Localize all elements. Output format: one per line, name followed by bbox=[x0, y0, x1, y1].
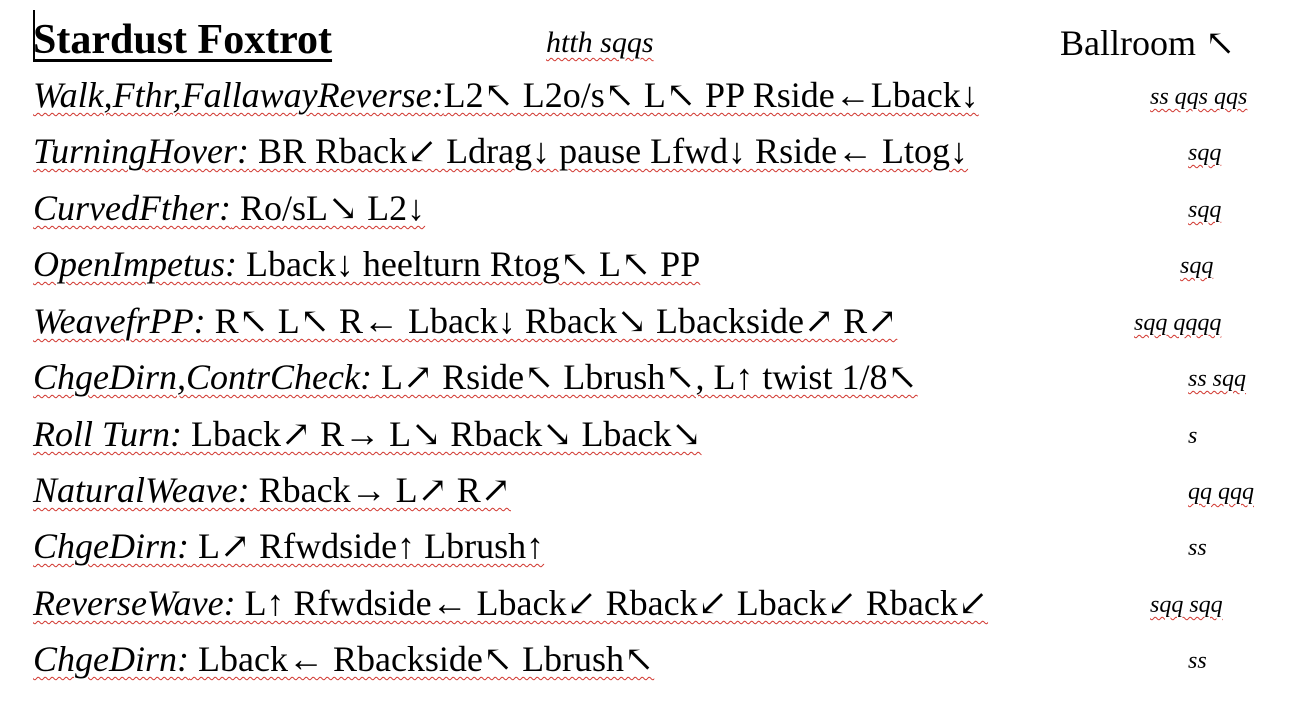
figure-steps: L↗ Rfwdside↑ Lbrush↑ bbox=[189, 526, 545, 566]
figure-name: CurvedFther: bbox=[33, 188, 231, 228]
text-cursor bbox=[33, 10, 35, 62]
figure-steps: BR Rback↙ Ldrag↓ pause Lfwd↓ Rside← Ltog… bbox=[249, 131, 969, 171]
figure-line[interactable]: ChgeDirn: Lback← Rbackside↖ Lbrush↖ ss bbox=[33, 638, 1283, 692]
figure-steps: L↗ Rside↖ Lbrush↖, L↑ twist 1/8↖ bbox=[371, 357, 918, 397]
figure-steps: Lback← Rbackside↖ Lbrush↖ bbox=[189, 639, 655, 679]
figure-steps: Ro/sL↘ L2↓ bbox=[230, 188, 426, 228]
figure-name: WeavefrPP: bbox=[33, 301, 206, 341]
figure-rhythm: sqq sqq bbox=[1150, 592, 1223, 618]
figure-name: TurningHover: bbox=[33, 131, 249, 171]
figure-line[interactable]: OpenImpetus: Lback↓ heelturn Rtog↖ L↖ PP… bbox=[33, 243, 1283, 297]
figure-steps: L↑ Rfwdside← Lback↙ Rback↙ Lback↙ Rback↙ bbox=[235, 583, 989, 623]
figure-steps: Rback→ L↗ R↗ bbox=[249, 470, 511, 510]
figure-name: ReverseWave: bbox=[33, 583, 236, 623]
figure-rhythm: ss bbox=[1188, 648, 1207, 674]
figure-steps: L2↖ L2o/s↖ L↖ PP Rside←Lback↓ bbox=[443, 75, 979, 115]
figure-name: NaturalWeave: bbox=[33, 470, 250, 510]
figure-name: ChgeDirn: bbox=[33, 526, 189, 566]
figure-steps: Lback↓ heelturn Rtog↖ L↖ PP bbox=[236, 244, 701, 284]
figure-name: OpenImpetus: bbox=[33, 244, 237, 284]
figure-line[interactable]: TurningHover: BR Rback↙ Ldrag↓ pause Lfw… bbox=[33, 130, 1283, 184]
figure-line[interactable]: ChgeDirn,ContrCheck: L↗ Rside↖ Lbrush↖, … bbox=[33, 356, 1283, 410]
figure-rhythm: ss sqq bbox=[1188, 366, 1247, 392]
figure-name: ChgeDirn,ContrCheck: bbox=[33, 357, 372, 397]
figure-rhythm: ss qqs qqs bbox=[1150, 84, 1248, 110]
figure-line[interactable]: ReverseWave: L↑ Rfwdside← Lback↙ Rback↙ … bbox=[33, 582, 1283, 636]
figure-rhythm: ss bbox=[1188, 535, 1207, 561]
figure-line[interactable]: ChgeDirn: L↗ Rfwdside↑ Lbrush↑ ss bbox=[33, 525, 1283, 579]
dance-category[interactable]: Ballroom ↖ bbox=[1060, 23, 1236, 63]
figure-steps: R↖ L↖ R← Lback↓ Rback↘ Lbackside↗ R↗ bbox=[205, 301, 898, 341]
figure-rhythm: qq qqq bbox=[1188, 479, 1254, 505]
document-header: Stardust Foxtrot htth sqqs Ballroom ↖ bbox=[33, 10, 1273, 66]
dance-title[interactable]: Stardust Foxtrot bbox=[33, 17, 333, 63]
figure-line[interactable]: Walk,Fthr,FallawayReverse:L2↖ L2o/s↖ L↖ … bbox=[33, 74, 1283, 128]
figure-line[interactable]: WeavefrPP: R↖ L↖ R← Lback↓ Rback↘ Lbacks… bbox=[33, 300, 1283, 354]
figure-rhythm: sqq bbox=[1188, 140, 1222, 166]
dance-subtitle[interactable]: htth sqqs bbox=[546, 26, 654, 59]
figure-rhythm: sqq qqqq bbox=[1134, 310, 1222, 336]
figure-line[interactable]: NaturalWeave: Rback→ L↗ R↗ qq qqq bbox=[33, 469, 1283, 523]
figure-steps: Lback↗ R→ L↘ Rback↘ Lback↘ bbox=[182, 414, 702, 454]
figure-name: Walk,Fthr,FallawayReverse: bbox=[33, 75, 444, 115]
figure-rhythm: sqq bbox=[1188, 197, 1222, 223]
figure-name: ChgeDirn: bbox=[33, 639, 189, 679]
figure-rhythm: sqq bbox=[1180, 253, 1214, 279]
figure-line[interactable]: CurvedFther: Ro/sL↘ L2↓ sqq bbox=[33, 187, 1283, 241]
figure-name: Roll Turn: bbox=[33, 414, 183, 454]
figure-line[interactable]: Roll Turn: Lback↗ R→ L↘ Rback↘ Lback↘ s bbox=[33, 413, 1283, 467]
figure-rhythm: s bbox=[1188, 423, 1198, 449]
